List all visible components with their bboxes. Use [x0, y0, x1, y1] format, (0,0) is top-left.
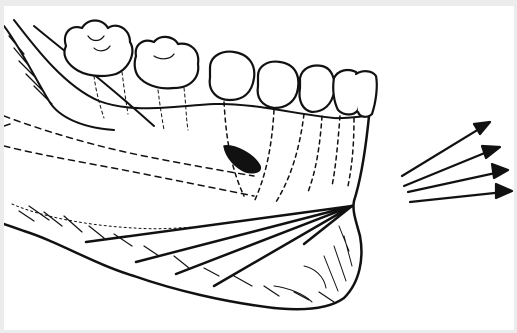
arrow-head-4 — [496, 184, 512, 198]
arrow-head-2 — [482, 146, 500, 158]
arrow-line-1 — [402, 126, 484, 176]
arrow-head-1 — [474, 122, 490, 134]
mandible-drawing — [4, 6, 514, 330]
arrow-head-3 — [492, 164, 508, 178]
mental-foramen — [224, 146, 260, 173]
arrow-line-3 — [408, 172, 500, 192]
illustration-canvas — [4, 6, 514, 330]
arrow-line-4 — [410, 192, 504, 202]
force-arrows — [402, 122, 512, 202]
mandibular-canal — [4, 116, 254, 196]
teeth — [64, 21, 376, 131]
